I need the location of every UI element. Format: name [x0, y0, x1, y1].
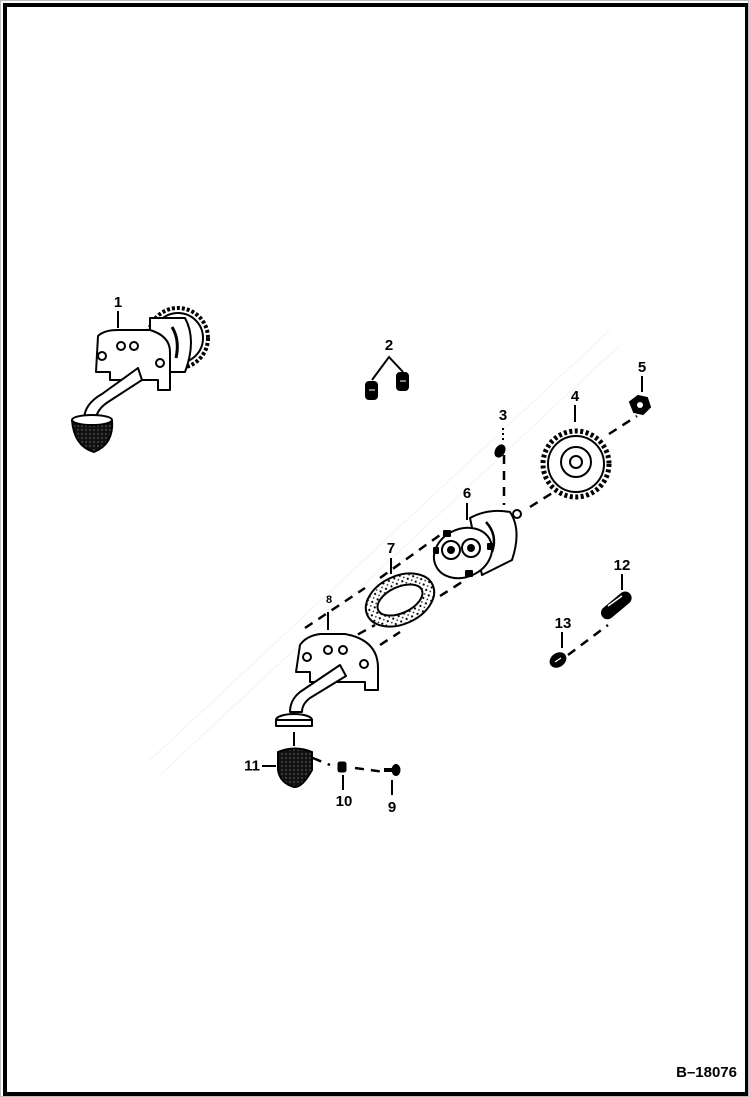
- callout-11: 11: [244, 757, 260, 775]
- part-13-relief-valve-plug: [549, 652, 567, 668]
- callout-13: 13: [554, 615, 572, 632]
- watermark: [149, 329, 621, 776]
- part-6-pump-body: [432, 509, 522, 580]
- callout-10: 10: [335, 793, 353, 810]
- lower-pump-housing: [275, 633, 379, 727]
- part-1-oil-pump-assembly: [71, 306, 210, 453]
- callout-1: 1: [113, 294, 123, 311]
- callout-4: 4: [570, 388, 580, 405]
- figure-border: [3, 3, 749, 1096]
- callout-9: 9: [387, 799, 397, 816]
- part-5-nut: [628, 394, 652, 416]
- figure-id-label: B–18076: [676, 1064, 737, 1081]
- part-3-woodruff-key: [494, 428, 506, 458]
- callout-8: 8: [325, 594, 333, 606]
- part-12-relief-valve-spring: [601, 591, 632, 620]
- part-4-drive-gear: [540, 428, 612, 500]
- part-11-oil-strainer: [277, 747, 313, 789]
- part-2-dowel-pins: [365, 355, 409, 400]
- callout-12: 12: [613, 557, 631, 574]
- callout-7: 7: [386, 540, 396, 557]
- callout-6: 6: [462, 485, 472, 502]
- part-10-lock-washer: [337, 761, 347, 773]
- part-9-screw: [384, 764, 401, 776]
- callout-3: 3: [498, 407, 508, 424]
- part-7-gasket: [364, 572, 436, 628]
- callout-2: 2: [384, 337, 394, 354]
- callout-5: 5: [637, 359, 647, 376]
